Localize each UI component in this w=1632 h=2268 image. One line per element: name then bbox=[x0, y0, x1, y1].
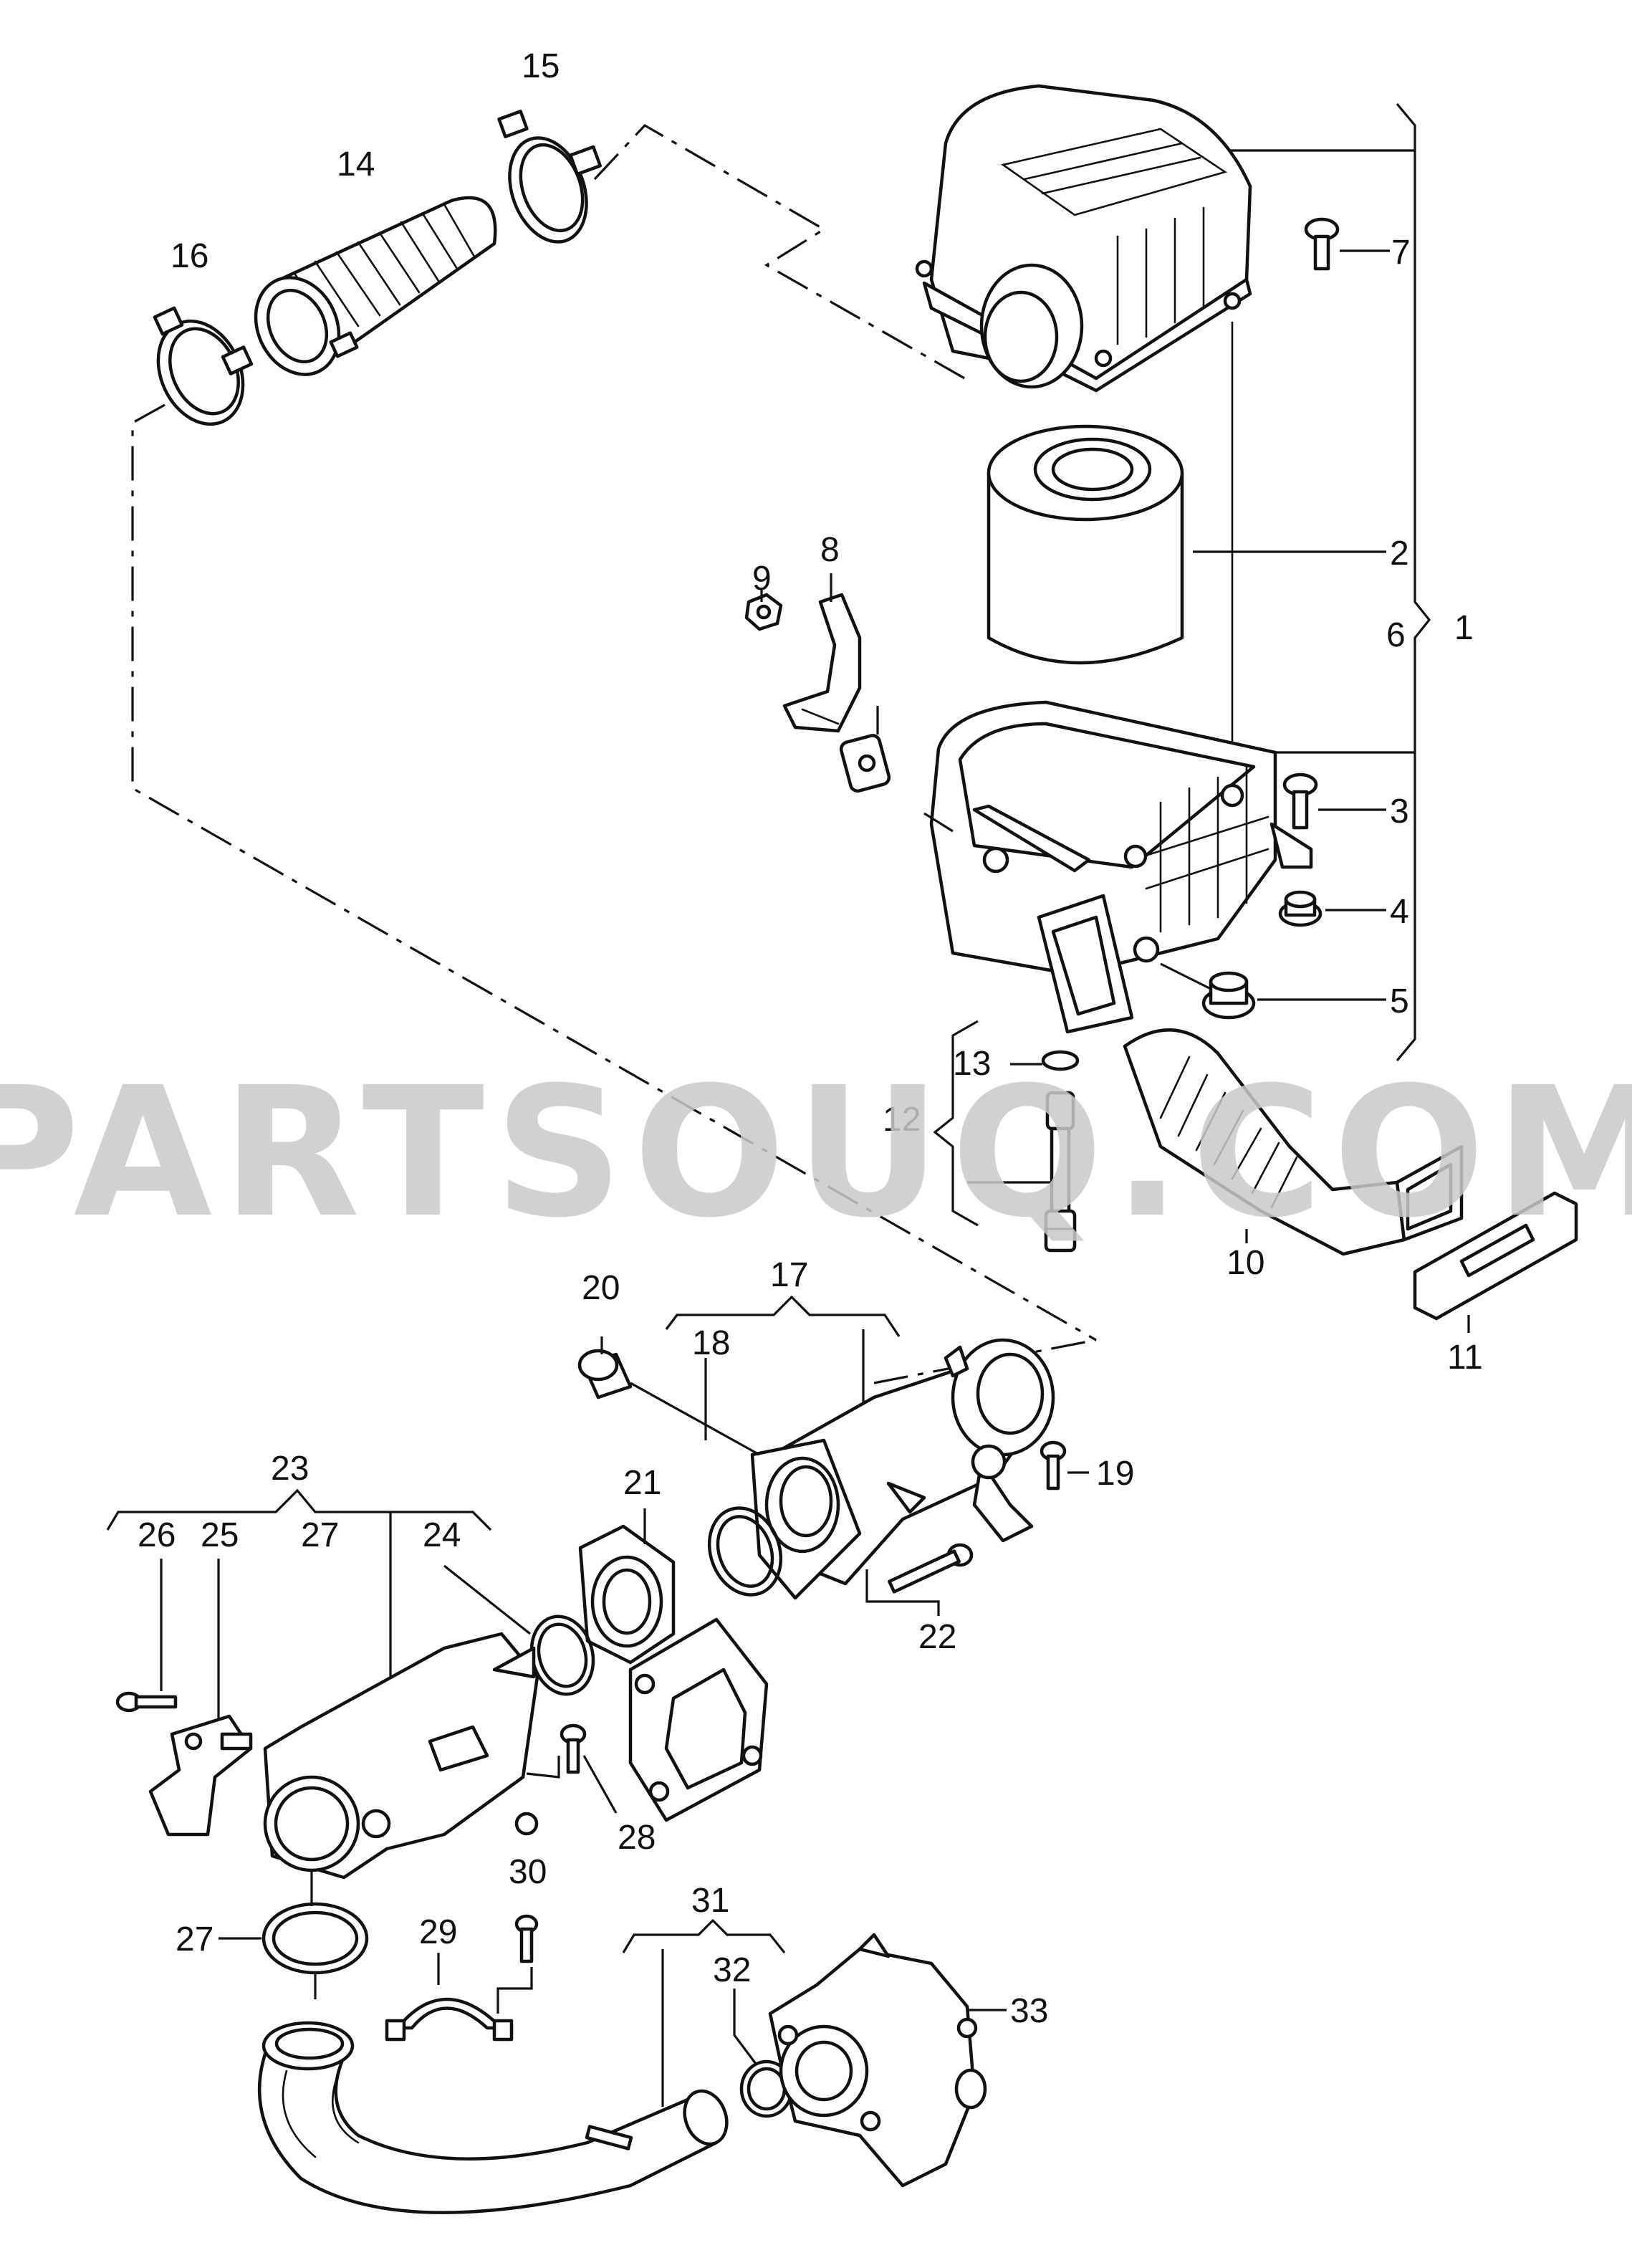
callout-20: 20 bbox=[582, 1269, 620, 1307]
oring-part-24 bbox=[443, 1564, 595, 1696]
callout-32: 32 bbox=[713, 1951, 751, 1989]
bolt-part-28 bbox=[526, 1723, 618, 1814]
hose-part-31 bbox=[257, 1918, 786, 2214]
callout-31: 31 bbox=[691, 1882, 729, 1920]
callout-4: 4 bbox=[1390, 893, 1409, 931]
callout-1: 1 bbox=[1454, 609, 1474, 647]
callout-labels: 1 2 3 4 5 6 7 8 9 10 11 12 13 14 15 16 1… bbox=[138, 47, 1483, 2030]
bracket-part-23 bbox=[106, 1488, 492, 1698]
callout-29: 29 bbox=[419, 1913, 457, 1951]
hose-part-14 bbox=[254, 196, 497, 376]
callout-17: 17 bbox=[770, 1256, 808, 1294]
screw-part-3 bbox=[1282, 772, 1386, 830]
callout-24: 24 bbox=[423, 1516, 461, 1554]
throttle-housing-part-17 bbox=[750, 1338, 1055, 1600]
callout-19: 19 bbox=[1096, 1455, 1134, 1493]
callout-15: 15 bbox=[522, 47, 560, 85]
callout-16: 16 bbox=[171, 237, 208, 275]
air-filter-lid bbox=[915, 84, 1252, 393]
callout-13: 13 bbox=[953, 1045, 991, 1083]
clamp-part-16 bbox=[153, 306, 254, 426]
callout-5: 5 bbox=[1390, 982, 1409, 1020]
callout-10: 10 bbox=[1227, 1244, 1264, 1282]
callout-8: 8 bbox=[820, 531, 840, 569]
callout-3: 3 bbox=[1390, 793, 1409, 831]
callout-6: 6 bbox=[1386, 616, 1406, 654]
drain-tube-part-12 bbox=[933, 1020, 1080, 1253]
callout-11: 11 bbox=[1447, 1339, 1483, 1377]
callout-33: 33 bbox=[1010, 1992, 1048, 2030]
bracket-part-1 bbox=[1218, 102, 1431, 1062]
nut-part-9 bbox=[744, 589, 783, 631]
callout-25: 25 bbox=[201, 1516, 239, 1554]
callout-7: 7 bbox=[1391, 234, 1411, 272]
sensor-part-25 bbox=[148, 1559, 253, 1837]
assembly-dash-lines bbox=[131, 123, 1097, 1384]
callout-26: 26 bbox=[138, 1516, 176, 1554]
seal-part-11 bbox=[1413, 1191, 1578, 1333]
turbo-housing-part-33 bbox=[768, 1933, 1007, 2188]
callout-12: 12 bbox=[883, 1101, 921, 1139]
callout-23: 23 bbox=[271, 1450, 309, 1488]
callout-21: 21 bbox=[623, 1464, 661, 1502]
callout-14: 14 bbox=[337, 145, 375, 183]
callout-2: 2 bbox=[1390, 535, 1409, 573]
oring-part-27-lower bbox=[219, 1902, 369, 1999]
callout-22: 22 bbox=[918, 1618, 956, 1656]
intake-duct-part-10 bbox=[1123, 1028, 1464, 1256]
watermark-text: PARTSOUQ.COM bbox=[0, 1048, 1632, 1257]
bolt-part-26 bbox=[115, 1559, 178, 1713]
clamp-part-29 bbox=[385, 1953, 514, 2042]
bushing-part-20 bbox=[577, 1336, 760, 1456]
grommet-part-5 bbox=[1160, 962, 1386, 1020]
bolt-part-30 bbox=[496, 1914, 539, 2014]
bracket-part-8 bbox=[782, 573, 862, 733]
oring-part-18 bbox=[707, 1506, 783, 1597]
intake-pipe-part-27 bbox=[263, 1632, 539, 1880]
bolt-part-22 bbox=[865, 1543, 974, 1616]
filter-element-part-2 bbox=[987, 321, 1386, 797]
air-filter-housing bbox=[923, 700, 1313, 1034]
callout-18: 18 bbox=[692, 1324, 730, 1362]
callout-9: 9 bbox=[752, 560, 772, 598]
callout-28: 28 bbox=[618, 1819, 656, 1857]
callout-27-lower: 27 bbox=[176, 1920, 213, 1958]
grommet-part-4 bbox=[1278, 890, 1386, 927]
clamp-part-15 bbox=[497, 110, 603, 244]
callout-30: 30 bbox=[509, 1853, 547, 1891]
screw-part-7 bbox=[1304, 217, 1390, 271]
callout-27-upper: 27 bbox=[301, 1516, 339, 1554]
bolt-part-19 bbox=[1040, 1440, 1089, 1491]
throttle-actuator-part-21 bbox=[578, 1508, 769, 1822]
grommet-part-6 bbox=[839, 706, 891, 793]
